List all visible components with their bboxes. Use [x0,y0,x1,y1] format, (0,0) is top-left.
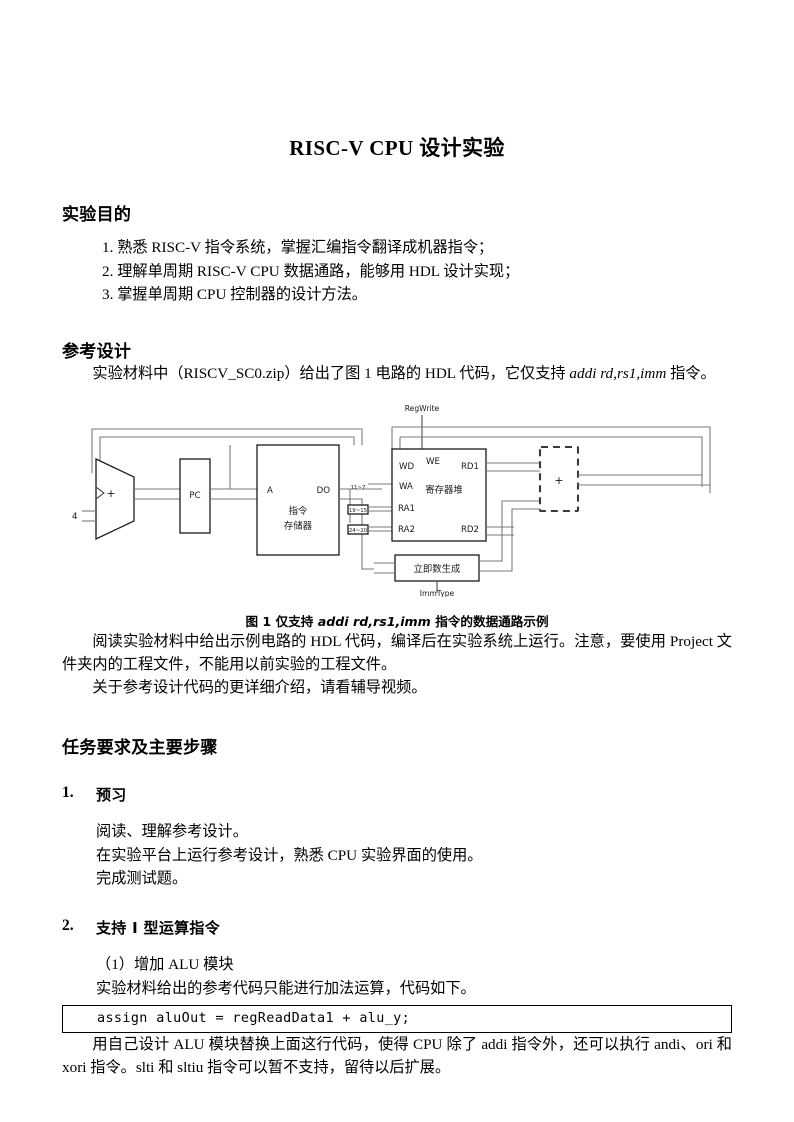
imem-port-a-label: A [267,486,273,496]
const-four-label: 4 [72,512,77,522]
purpose-item-1: 1. 熟悉 RISC-V 指令系统，掌握汇编指令翻译成机器指令； [102,239,494,256]
reference-after-figure-paragraph-1: 阅读实验材料中给出示例电路的 HDL 代码，编译后在实验系统上运行。注意，要使用… [62,632,732,673]
alu-label: + [554,474,563,487]
bitfield-ra1-label: 19~15 [349,508,367,514]
figure-caption-instruction: addi rd,rs1,imm [317,613,431,629]
task-1-line-1: 阅读、理解参考设计。 [96,823,248,841]
task-1-line-3: 完成测试题。 [96,870,188,888]
regfile-wa-label: WA [399,482,413,492]
figure-caption-pre: 图 1 仅支持 [245,613,318,629]
alu-dashed-box [538,445,580,512]
task-2-number: 2. [62,917,74,935]
regfile-ra1-label: RA1 [398,504,415,514]
task-1-line-2: 在实验平台上运行参考设计，熟悉 CPU 实验界面的使用。 [96,846,483,864]
wire-pcplus4-feedback-inner [99,436,355,464]
imem-name-line2: 存储器 [284,520,313,532]
bitfield-ra2-box [347,524,369,535]
task-1-body: 阅读、理解参考设计。 在实验平台上运行参考设计，熟悉 CPU 实验界面的使用。 … [62,820,732,891]
datapath-svg: + 4 PC A DO 指令 存储器 [72,404,711,597]
regfile-rd1-label: RD1 [461,462,479,472]
task-item-1: 1. 预习 [62,784,732,805]
page-title: RISC-V CPU 设计实验 [289,136,505,160]
figure-1-datapath: + 4 PC A DO 指令 存储器 [62,401,732,601]
regfile-wd-label: WD [399,462,414,472]
task-2-line-2: 实验材料给出的参考代码只能进行加法运算，代码如下。 [96,979,476,997]
purpose-item-2: 2. 理解单周期 RISC-V CPU 数据通路，能够用 HDL 设计实现； [102,262,520,280]
task-1-title: 预习 [96,786,127,805]
wire-imm-to-alu-a [479,500,540,562]
pc-adder-notch [95,486,105,500]
task-2-body: （1）增加 ALU 模块 实验材料给出的参考代码只能进行加法运算，代码如下。 [62,953,732,1000]
purpose-item-3: 3. 掌握单周期 CPU 控制器的设计方法。 [102,286,367,304]
pc-register-box [179,458,211,534]
imem-port-do-label: DO [317,486,331,496]
section-heading-reference: 参考设计 [62,341,132,362]
pc-label: PC [189,491,200,501]
bitfield-ra2-label: 24~20 [349,528,368,534]
pc-adder-label: + [106,487,115,500]
wire-pcplus4-feedback-outer [91,428,363,473]
immtype-signal-label: ImmType [420,589,455,597]
instruction-memory-box [256,444,340,556]
regwrite-signal-label: RegWrite [405,404,440,413]
regfile-we-label: WE [426,457,440,467]
reference-intro-instruction: addi rd,rs1,imm [569,364,667,382]
immgen-name-label: 立即数生成 [414,563,461,575]
regfile-ra2-label: RA2 [398,525,415,535]
figure-1-caption: 图 1 仅支持 addi rd,rs1,imm 指令的数据通路示例 [62,611,732,630]
wire-writeback-rail-inner [400,436,703,487]
reference-intro-pre: 实验材料中（RISCV_SC0.zip）给出了图 1 电路的 HDL 代码，它仅… [92,364,570,382]
task-2-title: 支持 I 型运算指令 [96,919,221,938]
reference-intro-paragraph: 实验材料中（RISCV_SC0.zip）给出了图 1 电路的 HDL 代码，它仅… [62,362,732,385]
regfile-rd2-label: RD2 [461,525,479,535]
wire-imm-to-alu-b [479,508,540,572]
task-item-2: 2. 支持 I 型运算指令 [62,917,732,938]
task-2-line-1: （1）增加 ALU 模块 [96,956,234,974]
task-1-number: 1. [62,784,74,802]
task-2-code-block: assign aluOut = regReadData1 + alu_y; [62,1004,732,1033]
reference-after-figure-paragraph-2: 关于参考设计代码的更详细介绍，请看辅导视频。 [92,678,427,696]
section-heading-purpose: 实验目的 [62,205,132,225]
register-file-box [391,448,487,542]
imem-name-line1: 指令 [289,505,308,517]
figure-caption-post: 指令的数据通路示例 [430,613,549,629]
pc-adder-shape [95,457,135,540]
regfile-name-label: 寄存器堆 [425,484,463,496]
bitfield-ra1-box [347,504,369,515]
task-2-after-code-paragraph: 用自己设计 ALU 模块替换上面这行代码，使得 CPU 除了 addi 指令外，… [62,1035,732,1076]
purpose-list: 1. 熟悉 RISC-V 指令系统，掌握汇编指令翻译成机器指令； 2. 理解单周… [62,236,732,307]
bitfield-wa-label: 11~7 [351,485,366,491]
section-heading-tasks: 任务要求及主要步骤 [62,738,218,759]
wire-writeback-rail-outer [392,426,711,493]
reference-intro-post: 指令。 [666,364,716,382]
